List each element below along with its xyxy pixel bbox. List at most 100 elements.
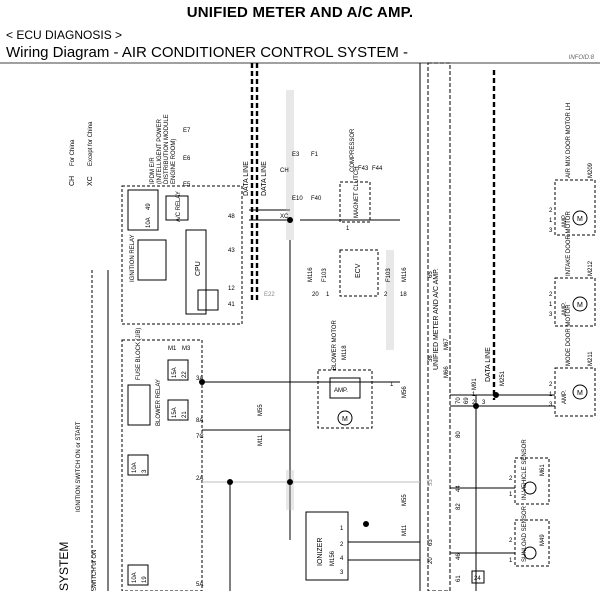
fuse-block-conn-m1: M1 (168, 346, 177, 352)
um-pin-63: 63 (428, 539, 434, 546)
ionizer-m11: M11 (402, 524, 408, 536)
ionizer-pin-1: 1 (340, 526, 344, 532)
unified-meter-conn-m66: M66 (444, 366, 450, 378)
blower-motor-conn: M118 (342, 345, 348, 360)
blower-motor-m56: M56 (402, 386, 408, 398)
fuse-4-amp: 10A (132, 572, 138, 583)
legend-ch-label: For China (70, 139, 76, 166)
intake-pin-3: 3 (549, 312, 553, 318)
diagram-code: INFOID:8 (568, 55, 594, 61)
fuse-2-amp: 15A (172, 407, 178, 418)
air-mix-pin-2: 2 (549, 208, 553, 214)
data-line-2: DATA LINE (261, 161, 268, 196)
fuse-3-no: 3 (142, 469, 148, 473)
ignition-switch-label2: SWITCH or ON (92, 550, 98, 591)
intake-pin-2: 2 (549, 292, 553, 298)
ignition-switch-label: IGNITION SWITCH ON or START (76, 421, 82, 512)
conn-pin-2: 2 (472, 400, 476, 406)
fuse-1-amp: 15A (172, 367, 178, 378)
mode-title: MODE DOOR MOTOR (566, 304, 572, 366)
partial-system-label: SYSTEM (57, 542, 71, 591)
fuse-pin-3a: 3A (196, 376, 203, 382)
ionizer-m55: M55 (402, 494, 408, 506)
blower-motor-m: M (342, 416, 348, 423)
ipdm-name3: ENGINE ROOM) (171, 139, 177, 184)
conn-pin-1: 1 (472, 392, 476, 398)
sunload-pin-2: 2 (509, 538, 513, 544)
legend-xc-badge: XC (87, 176, 94, 186)
blower-motor-amp: AMP. (334, 388, 348, 394)
um-pin-46: 46 (456, 553, 462, 560)
air-mix-conn: M209 (588, 162, 594, 178)
conn-f1: F1 (311, 152, 319, 158)
ecv-pin-20: 20 (312, 292, 319, 298)
ionizer-pin-2: 2 (340, 542, 344, 548)
ipdm-name2: DISTRIBUTION MODULE (164, 114, 170, 184)
conn-xc-badge: XC (280, 214, 289, 220)
conn-pin-3: 3 (482, 400, 486, 406)
um-pin-61: 61 (456, 575, 462, 582)
ipdm-cpu: CPU (195, 261, 202, 276)
ipdm-conn-e5: E5 (183, 182, 191, 188)
um-pin-80: 80 (456, 431, 462, 438)
fuse-block-title: FUSE BLOCK (J/B) (136, 328, 142, 380)
air-mix-pin-1: 1 (549, 218, 553, 224)
fuse-1-no: 22 (182, 371, 188, 378)
ipdm-title: IPDM E/R (150, 157, 156, 184)
ipdm-conn-e6: E6 (183, 156, 191, 162)
ecv-pin-18: 18 (400, 292, 407, 298)
fuse-pin-2a: 2A (196, 476, 203, 482)
ipdm-pin-48: 48 (228, 214, 235, 220)
data-line-3: DATA LINE (485, 347, 492, 382)
legend-xc-label: Except for China (88, 121, 94, 166)
air-mix-title: AIR MIX DOOR MOTOR LH (566, 103, 572, 178)
ecv-label: ECV (355, 263, 362, 278)
um-pin-82: 82 (456, 503, 462, 510)
ipdm-fuse-no: 49 (146, 203, 152, 210)
um-pin-20: 20 (428, 557, 434, 564)
ipdm-pin-41: 41 (228, 302, 235, 308)
unified-meter-label: UNIFIED METER AND A/C AMP. (433, 268, 440, 370)
conn-m251: M251 (500, 370, 506, 386)
mode-pin-1: 1 (549, 392, 553, 398)
mode-m: M (577, 390, 583, 397)
sunload-title: SUNLOAD SENSOR (522, 505, 528, 562)
blower-motor-pin: 1 (390, 382, 394, 388)
intake-pin-1: 1 (549, 302, 553, 308)
intake-amp: AMP. (562, 302, 568, 316)
fuse-pin-8a: 8A (196, 418, 203, 424)
ground-m11: M11 (258, 434, 264, 446)
air-mix-m: M (577, 216, 583, 223)
conn-ch-badge: CH (280, 168, 289, 174)
mode-amp: AMP. (562, 390, 568, 404)
ionizer-conn: M156 (330, 550, 336, 566)
fuse-2-no: 21 (182, 411, 188, 418)
blower-motor-title: BLOWER MOTOR (332, 319, 338, 370)
compressor-clutch: MAGNET CLUTCH (354, 166, 360, 218)
um-pin-65: 65 (428, 271, 434, 278)
fuse-3-amp: 10A (132, 462, 138, 473)
intake-m: M (577, 302, 583, 309)
in-vehicle-pin-2: 2 (509, 476, 513, 482)
unified-meter-conn-m67: M67 (444, 338, 450, 350)
compressor-title: COMPRESSOR (350, 128, 356, 172)
um-pin-70: 70 (456, 397, 462, 404)
conn-f40: F40 (311, 196, 322, 202)
ionizer-pin-3: 3 (340, 570, 344, 576)
diagram-title: Wiring Diagram - AIR CONDITIONER CONTROL… (6, 44, 408, 61)
ionizer-pin-4: 4 (340, 556, 344, 562)
ipdm-ign-relay: IGNITION RELAY (130, 234, 136, 282)
fuse-pin-5a: 5A (196, 582, 203, 588)
air-mix-pin-3: 3 (549, 228, 553, 234)
legend-ch-badge: CH (69, 176, 76, 186)
in-vehicle-conn: M61 (540, 464, 546, 476)
ipdm-pin-12: 12 (228, 286, 235, 292)
intake-conn: M212 (588, 260, 594, 276)
data-line-1: DATA LINE (243, 161, 250, 196)
fuse-block-conn-m3: M3 (182, 346, 191, 352)
ipdm-name1: (INTELLIGENT POWER (157, 118, 163, 184)
page-title: UNIFIED METER AND A/C AMP. (186, 4, 414, 21)
fuse-pin-7c: 7C (196, 434, 204, 440)
ipdm-pin-43: 43 (228, 248, 235, 254)
